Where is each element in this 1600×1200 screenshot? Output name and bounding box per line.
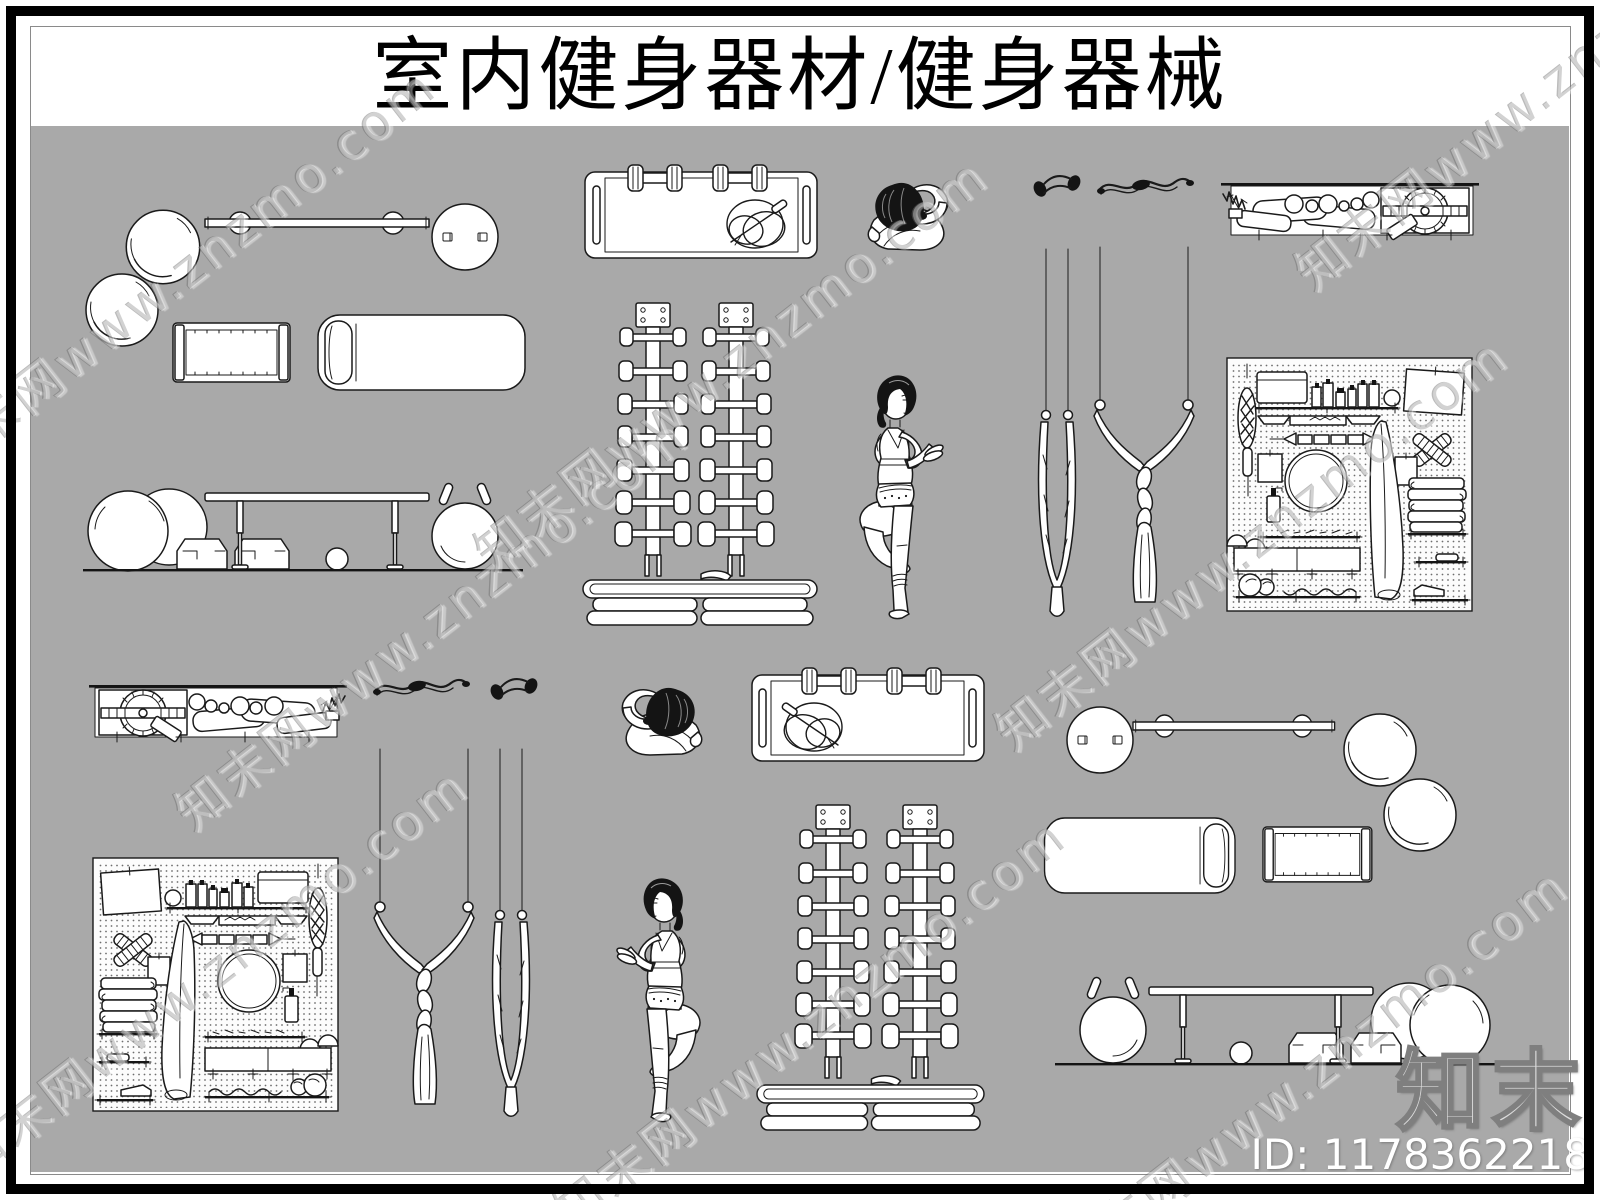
title-band: 室内健身器材/健身器械 [31, 27, 1569, 126]
sheet-inner-border [30, 26, 1571, 1175]
znzmo-logo: 知末 [1394, 1040, 1589, 1143]
asset-id-text: ID: 1178362218 [1250, 1130, 1590, 1179]
sheet-title: 室内健身器材/健身器械 [372, 32, 1228, 121]
drawing-canvas [31, 126, 1569, 1172]
